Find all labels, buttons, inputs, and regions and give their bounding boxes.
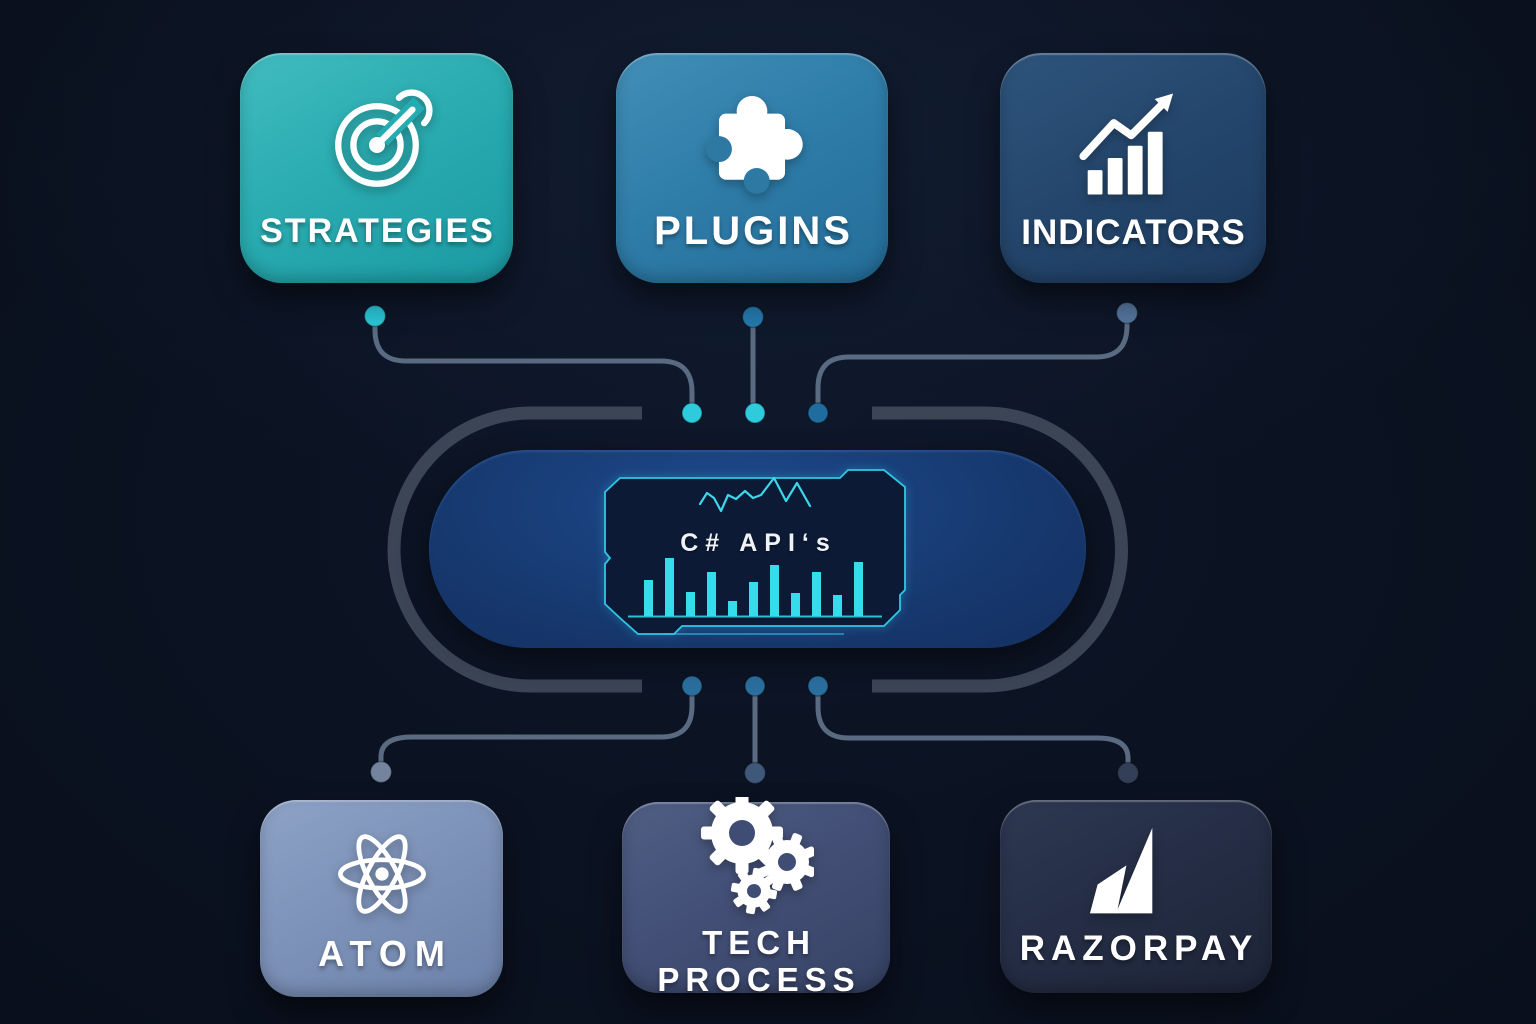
tech-process-target-dot: [743, 761, 767, 785]
hub-outer-ring-left: [387, 406, 642, 693]
hub-bottom-middle-dot: [744, 675, 766, 697]
node-label-line-1: TECH: [702, 923, 816, 961]
node-tech-process: TECH PROCESS: [622, 796, 890, 997]
node-atom: ATOM: [260, 800, 503, 997]
razorpay-target-dot: [1116, 761, 1140, 785]
plugins-source-dot: [741, 305, 765, 329]
atom-target-dot: [369, 760, 393, 784]
hub-top-left-dot: [681, 402, 703, 424]
hub-bar: [770, 565, 779, 616]
node-label: ATOM: [318, 933, 453, 975]
atom-icon: [330, 822, 434, 926]
hub-bar: [644, 580, 653, 616]
node-label: INDICATORS: [1021, 213, 1246, 253]
hub-bar: [749, 582, 758, 616]
razorpay-logo-icon: [1088, 825, 1184, 921]
hub-title: C# API‘s: [680, 529, 837, 557]
gears-icon: [698, 796, 814, 917]
node-indicators: INDICATORS: [1000, 53, 1266, 283]
hub-bottom-right-dot: [807, 675, 829, 697]
connector-indicators-to-hub: [815, 310, 1130, 416]
strategies-source-dot: [363, 304, 387, 328]
connector-dots: [363, 301, 1140, 785]
hub-bar-chart: [644, 558, 863, 616]
node-razorpay: RAZORPAY: [1000, 800, 1272, 993]
node-label: STRATEGIES: [260, 211, 495, 250]
hub-top-middle-dot: [744, 402, 766, 424]
hub-frame: [604, 469, 906, 635]
hub-bar: [812, 572, 821, 616]
hub-bottom-left-dot: [681, 675, 703, 697]
puzzle-icon: [693, 83, 811, 201]
hub-panel: [604, 469, 906, 635]
target-arrow-icon: [318, 86, 436, 204]
connector-strategies-to-hub: [372, 313, 695, 416]
hub-bar: [686, 592, 695, 616]
connector-lines: [372, 310, 1131, 776]
node-label-line-2: PROCESS: [657, 960, 861, 998]
connector-hub-to-atom: [378, 683, 695, 775]
node-label: PLUGINS: [654, 208, 853, 253]
node-label: RAZORPAY: [1019, 928, 1259, 968]
hub-bar: [665, 558, 674, 616]
node-label: TECH PROCESS: [651, 923, 861, 999]
hub-top-right-dot: [807, 402, 829, 424]
hub-bar: [833, 595, 842, 616]
node-strategies: STRATEGIES: [240, 53, 513, 283]
hub-bar: [707, 572, 716, 616]
hub-bar: [854, 562, 863, 616]
hub-outer-ring: [387, 406, 1128, 693]
hub-outer-ring-right: [872, 406, 1128, 693]
connector-hub-to-razorpay: [815, 683, 1131, 776]
indicators-source-dot: [1115, 301, 1139, 325]
hub-bar: [728, 601, 737, 616]
growth-chart-icon: [1072, 83, 1194, 205]
node-plugins: PLUGINS: [616, 53, 888, 283]
hub-bar: [791, 593, 800, 616]
hub-sparkline: [698, 476, 812, 513]
